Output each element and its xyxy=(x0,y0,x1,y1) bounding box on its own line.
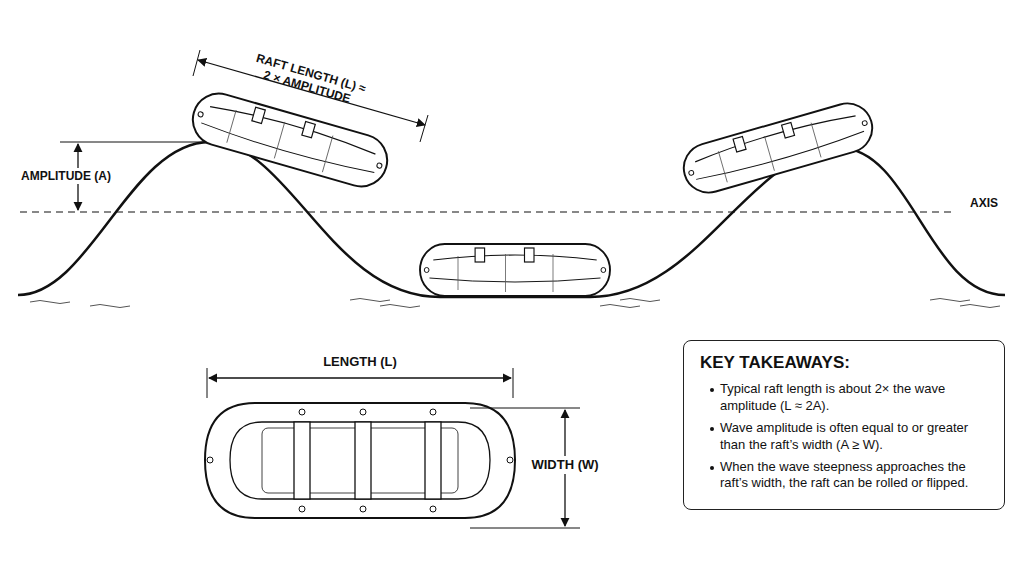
bullet-dot xyxy=(710,466,714,470)
length-label: LENGTH (L) xyxy=(323,354,397,370)
bullet-dot xyxy=(710,388,714,392)
bullet-text: Wave amplitude is often equal to or grea… xyxy=(710,420,988,454)
axis-label: AXIS xyxy=(970,196,998,210)
amplitude-label: AMPLITUDE (A) xyxy=(18,168,114,184)
bullet-text: Typical raft length is about 2× the wave… xyxy=(710,381,988,415)
width-label: WIDTH (W) xyxy=(528,456,601,474)
box-heading: KEY TAKEAWAYS: xyxy=(700,353,988,373)
raft-length-label: RAFT LENGTH (L) ≈ 2 × AMPLITUDE xyxy=(248,50,369,110)
bullet-dot xyxy=(710,427,714,431)
takeaways-box: KEY TAKEAWAYS: Typical raft length is abo… xyxy=(683,340,1005,510)
bullet-text: When the wave steepness approaches the r… xyxy=(710,459,988,493)
